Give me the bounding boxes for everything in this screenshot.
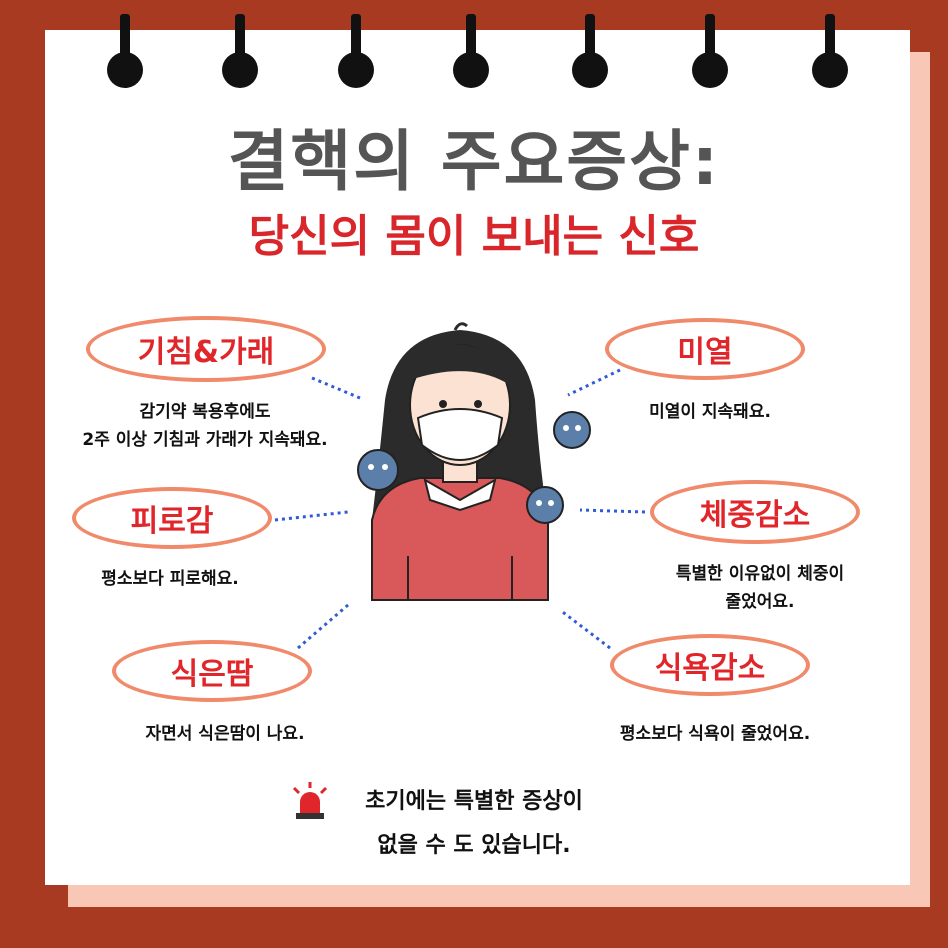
symptom-appetite-loss-desc: 평소보다 식욕이 줄었어요. (619, 724, 811, 744)
symptom-appetite-loss: 식욕감소 (610, 634, 810, 696)
arrow-icon (274, 510, 349, 522)
symptom-cough-desc: 감기약 복용후에도 2주 이상 기침과 가래가 지속돼요. (40, 398, 370, 454)
symptom-fatigue-desc: 평소보다 피로해요. (101, 569, 239, 589)
note-line: 없을 수 도 있습니다. (377, 833, 571, 858)
germ-icon (357, 449, 399, 491)
binder-ring-icon (222, 14, 258, 88)
binder-ring-icon (572, 14, 608, 88)
binder-ring-icon (338, 14, 374, 88)
siren-icon (292, 782, 328, 819)
arrow-icon (559, 608, 611, 650)
desc-line: 줄었어요. (725, 592, 795, 612)
symptom-fatigue: 피로감 (72, 487, 272, 549)
page-subtitle: 당신의 몸이 보내는 신호 (248, 211, 700, 262)
binder-ring-icon (107, 14, 143, 88)
woman-illustration (371, 322, 549, 601)
arrows (274, 368, 646, 650)
symptom-night-sweat: 식은땀 (112, 640, 312, 702)
arrow-icon (579, 508, 646, 514)
desc-line: 2주 이상 기침과 가래가 지속돼요. (82, 430, 328, 450)
symptom-fever: 미열 (605, 318, 805, 380)
arrow-icon (297, 603, 349, 650)
arrow-icon (567, 368, 621, 397)
symptom-fever-desc: 미열이 지속돼요. (649, 402, 771, 422)
germ-icon (526, 486, 564, 524)
germ-icon (553, 411, 591, 449)
desc-line: 감기약 복용후에도 (139, 402, 271, 422)
symptom-cough: 기침&가래 (86, 316, 326, 382)
symptom-night-sweat-desc: 자면서 식은땀이 나요. (145, 724, 305, 744)
desc-line: 특별한 이유없이 체중이 (675, 564, 845, 584)
binder-ring-icon (812, 14, 848, 88)
symptom-weight-loss: 체중감소 (650, 480, 860, 544)
note-line: 초기에는 특별한 증상이 (365, 789, 583, 814)
arrow-icon (311, 376, 361, 400)
page-title: 결핵의 주요증상: (227, 123, 721, 200)
binder-ring-icon (453, 14, 489, 88)
binder-ring-icon (692, 14, 728, 88)
